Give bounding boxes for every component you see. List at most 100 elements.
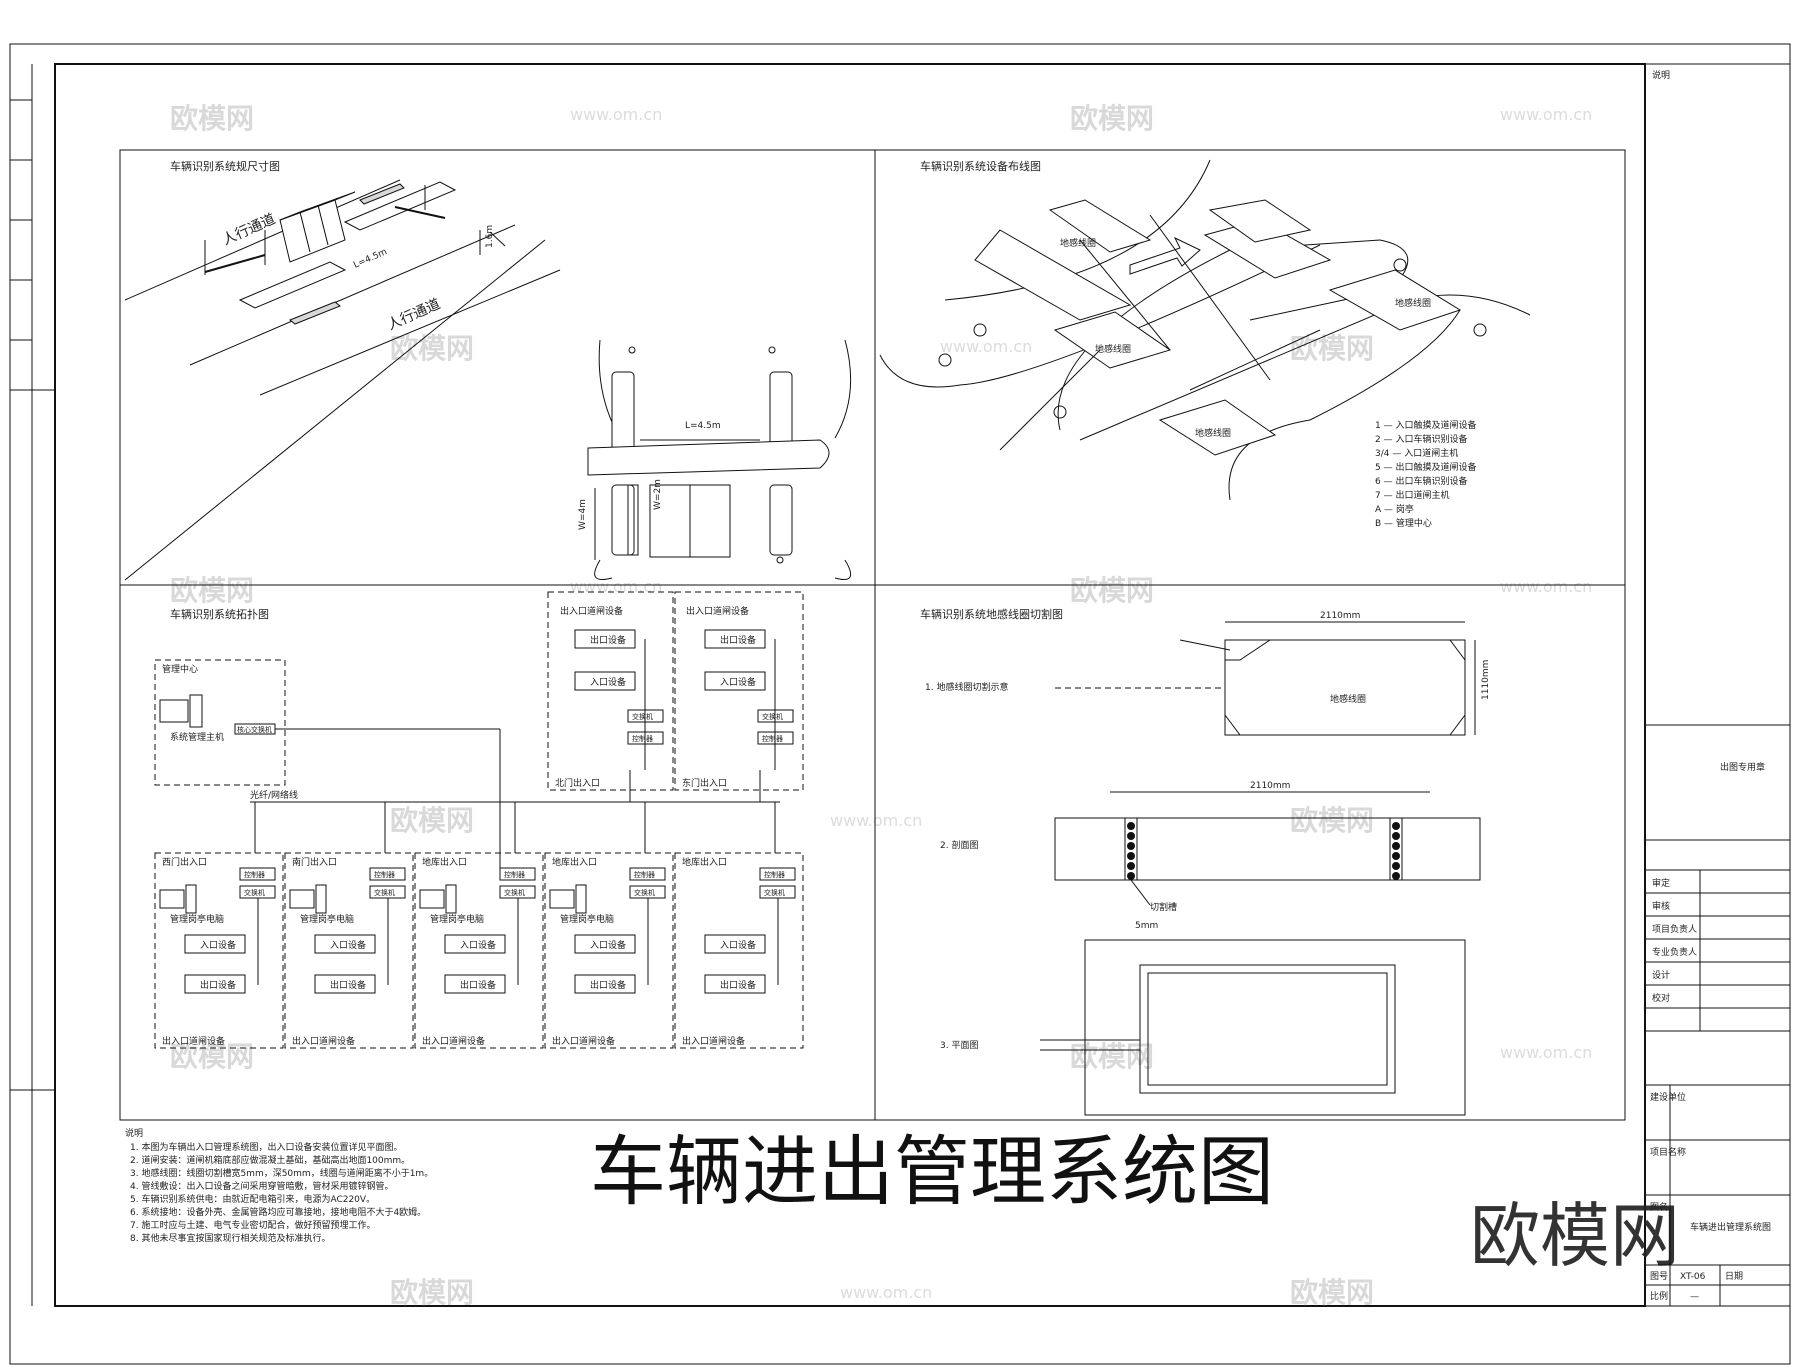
svg-text:6 — 出口车辆识别设备: 6 — 出口车辆识别设备 [1375, 475, 1467, 487]
svg-text:欧模网: 欧模网 [390, 804, 474, 837]
svg-text:交换机: 交换机 [762, 712, 783, 721]
bottom-group-1: 西门出入口 管理岗亭电脑 控制器 交换机 入口设备 出口设备 出入口道闸设备 [154, 802, 284, 1049]
title-block: 说明 出图专用章 审定 审核 项目负责人 专业负责人 设计 校对 建设单位 项目… [1644, 63, 1791, 1307]
svg-text:8. 其他未尽事宜按国家现行相关规范及标准执行。: 8. 其他未尽事宜按国家现行相关规范及标准执行。 [130, 1232, 330, 1244]
svg-text:控制器: 控制器 [764, 870, 785, 879]
svg-text:www.om.cn: www.om.cn [940, 337, 1032, 356]
svg-text:www.om.cn: www.om.cn [840, 1283, 932, 1302]
svg-text:2110mm: 2110mm [1250, 781, 1290, 791]
svg-text:5 — 出口触摸及道闸设备: 5 — 出口触摸及道闸设备 [1375, 461, 1476, 473]
loop-label-1: 地感线圈 [1060, 237, 1096, 249]
svg-text:欧模网: 欧模网 [1290, 332, 1374, 365]
svg-text:控制器: 控制器 [632, 734, 653, 743]
panel-bottom-left: 车辆识别系统拓扑图 管理中心 系统管理主机 核心交换机 光纤/网络线 出入口道闸… [154, 591, 804, 1049]
svg-text:3. 地感线圈：线圈切割槽宽5mm，深50mm，线圈与道闸距: 3. 地感线圈：线圈切割槽宽5mm，深50mm，线圈与道闸距离不小于1m。 [130, 1167, 433, 1179]
panel-top-left: 车辆识别系统规尺寸图 人行通道 人行通道 1.6m L=4.5m [124, 159, 852, 581]
section-concrete [1054, 817, 1481, 881]
loop-label-3: 地感线圈 [1095, 343, 1131, 355]
svg-text:项目名称: 项目名称 [1650, 1146, 1686, 1158]
svg-text:出入口道闸设备: 出入口道闸设备 [682, 1035, 745, 1047]
svg-text:说明: 说明 [1652, 69, 1670, 81]
svg-text:欧模网: 欧模网 [170, 574, 254, 607]
svg-text:出口设备: 出口设备 [330, 979, 366, 991]
svg-text:XT-06: XT-06 [1680, 1272, 1706, 1282]
svg-text:欧模网: 欧模网 [1070, 102, 1154, 135]
svg-text:入口设备: 入口设备 [330, 939, 366, 951]
svg-text:www.om.cn: www.om.cn [1500, 1043, 1592, 1062]
svg-text:1110mm: 1110mm [1481, 660, 1491, 700]
loop-label-2: 地感线圈 [1395, 297, 1431, 309]
svg-text:出入口道闸设备: 出入口道闸设备 [292, 1035, 355, 1047]
loop-label-4: 地感线圈 [1195, 427, 1231, 439]
svg-text:地库出入口: 地库出入口 [552, 856, 597, 868]
svg-text:2 — 入口车辆识别设备: 2 — 入口车辆识别设备 [1375, 433, 1467, 445]
svg-text:5. 车辆识别系统供电：由就近配电箱引来，电源为AC220V: 5. 车辆识别系统供电：由就近配电箱引来，电源为AC220V。 [130, 1193, 375, 1205]
svg-text:专业负责人: 专业负责人 [1652, 946, 1697, 958]
svg-text:出口设备: 出口设备 [720, 634, 756, 646]
lane-length-label-2: L=4.5m [685, 421, 721, 431]
top-group-1: 出入口道闸设备 出口设备 入口设备 交换机 控制器 北门出入口 [547, 591, 674, 791]
guard-booth [279, 199, 346, 263]
svg-text:出入口道闸设备: 出入口道闸设备 [422, 1035, 485, 1047]
svg-text:www.om.cn: www.om.cn [570, 577, 662, 596]
lane-plan [587, 439, 830, 476]
bottom-group-2: 南门出入口 管理岗亭电脑 控制器 交换机 入口设备 出口设备 出入口道闸设备 [284, 802, 414, 1049]
device-legend: 1 — 入口触摸及道闸设备 2 — 入口车辆识别设备 3/4 — 入口道闸主机 … [1375, 419, 1476, 529]
svg-text:出图专用章: 出图专用章 [1720, 761, 1765, 773]
bottom-group-4: 地库出入口 管理岗亭电脑 控制器 交换机 入口设备 出口设备 出入口道闸设备 [544, 802, 674, 1049]
svg-text:—: — [1690, 1292, 1699, 1302]
bottom-group-3: 地库出入口 管理岗亭电脑 控制器 交换机 入口设备 出口设备 出入口道闸设备 [414, 802, 544, 1049]
svg-text:出口设备: 出口设备 [200, 979, 236, 991]
svg-text:出入口道闸设备: 出入口道闸设备 [560, 605, 623, 617]
panel-top-right: 车辆识别系统设备布线图 地感线圈 地感线圈 地感线圈 地感线圈 1 — 入口触摸… [879, 159, 1531, 529]
svg-text:设计: 设计 [1652, 969, 1670, 981]
svg-text:欧模网: 欧模网 [1290, 804, 1374, 837]
svg-text:地感线圈: 地感线圈 [1330, 693, 1366, 705]
svg-text:入口设备: 入口设备 [460, 939, 496, 951]
center-monitor-icon [159, 699, 189, 723]
pc-monitor-icon [159, 889, 185, 909]
svg-text:欧模网: 欧模网 [1290, 1276, 1374, 1309]
svg-text:车辆进出管理系统图: 车辆进出管理系统图 [1690, 1221, 1771, 1233]
road-label-1: 人行通道 [220, 211, 278, 248]
svg-text:日期: 日期 [1725, 1271, 1743, 1282]
svg-text:1. 本图为车辆出入口管理系统图，出入口设备安装位置详见平面: 1. 本图为车辆出入口管理系统图，出入口设备安装位置详见平面图。 [130, 1141, 402, 1153]
svg-text:出口设备: 出口设备 [460, 979, 496, 991]
svg-text:光纤/网络线: 光纤/网络线 [250, 789, 298, 801]
svg-text:B — 管理中心: B — 管理中心 [1375, 517, 1432, 529]
svg-text:4. 管线敷设：出入口设备之间采用穿管暗敷，管材采用镀锌钢管: 4. 管线敷设：出入口设备之间采用穿管暗敷，管材采用镀锌钢管。 [130, 1180, 393, 1192]
quadrant-frame [119, 149, 1626, 1121]
svg-text:3. 平面图: 3. 平面图 [940, 1040, 978, 1051]
design-notes: 说明 1. 本图为车辆出入口管理系统图，出入口设备安装位置详见平面图。 2. 道… [125, 1127, 433, 1244]
svg-text:西门出入口: 西门出入口 [162, 856, 207, 868]
svg-text:建设单位: 建设单位 [1650, 1091, 1686, 1103]
svg-text:东门出入口: 东门出入口 [682, 777, 727, 789]
svg-text:图名: 图名 [1650, 1201, 1668, 1213]
height-dim-label: 1.6m [485, 225, 495, 248]
svg-text:www.om.cn: www.om.cn [830, 811, 922, 830]
top-group-2: 出入口道闸设备 出口设备 入口设备 交换机 控制器 东门出入口 [674, 591, 804, 791]
svg-text:北门出入口: 北门出入口 [555, 777, 600, 789]
panel-title-bottom-right: 车辆识别系统地感线圈切割图 [920, 607, 1063, 621]
svg-text:www.om.cn: www.om.cn [1500, 105, 1592, 124]
width-label-2: W=4m [578, 499, 588, 530]
panel-title-top-right: 车辆识别系统设备布线图 [920, 159, 1041, 173]
svg-text:6. 系统接地：设备外壳、金属管路均应可靠接地，接地电阻不大: 6. 系统接地：设备外壳、金属管路均应可靠接地，接地电阻不大于4欧姆。 [130, 1206, 426, 1218]
svg-text:交换机: 交换机 [634, 888, 655, 897]
svg-text:1. 地感线圈切割示意: 1. 地感线圈切割示意 [925, 681, 1008, 693]
panel-title-top-left: 车辆识别系统规尺寸图 [170, 159, 280, 173]
main-title: 车辆进出管理系统图 [590, 1127, 1274, 1216]
svg-text:欧模网: 欧模网 [1070, 1040, 1154, 1073]
svg-text:核心交换机: 核心交换机 [237, 725, 272, 734]
svg-text:欧模网: 欧模网 [1070, 574, 1154, 607]
svg-text:控制器: 控制器 [634, 870, 655, 879]
road-label-2: 人行通道 [385, 296, 443, 333]
svg-text:管理岗亭电脑: 管理岗亭电脑 [430, 913, 484, 925]
svg-text:比例: 比例 [1650, 1290, 1668, 1302]
svg-text:欧模网: 欧模网 [390, 332, 474, 365]
svg-text:管理岗亭电脑: 管理岗亭电脑 [300, 913, 354, 925]
svg-text:交换机: 交换机 [244, 888, 265, 897]
svg-text:校对: 校对 [1652, 992, 1670, 1004]
svg-text:欧模网: 欧模网 [170, 102, 254, 135]
